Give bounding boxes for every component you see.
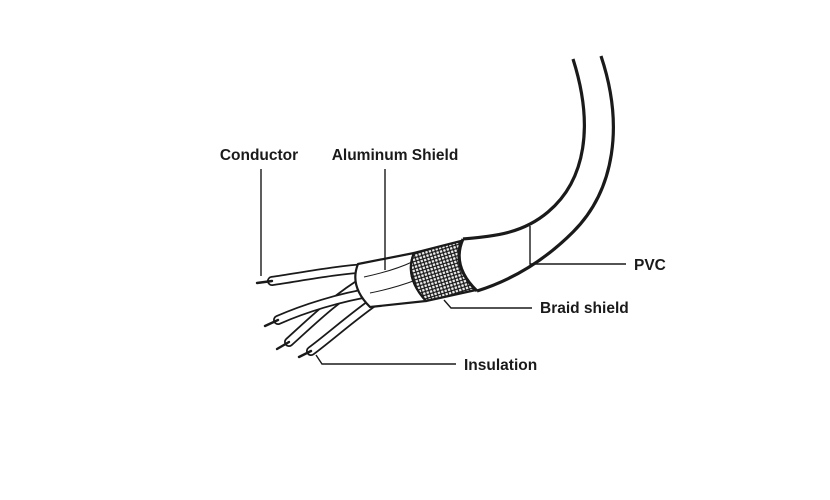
cable-jacket xyxy=(462,55,615,293)
pvc-cut-rim xyxy=(457,238,479,293)
insulation-label: Insulation xyxy=(464,357,537,374)
wire-conductor xyxy=(263,318,280,328)
leader-lines xyxy=(260,169,626,365)
aluminum-shield-contour xyxy=(363,261,413,278)
wire-conductor xyxy=(255,279,274,285)
aluminum-shield-contour xyxy=(369,279,417,294)
aluminum-shield-label: Aluminum Shield xyxy=(332,147,459,164)
wire-conductor xyxy=(297,349,313,359)
wire-conductor xyxy=(275,340,291,351)
insulation-leader-line xyxy=(315,354,456,365)
pvc-inner-edge xyxy=(462,58,586,241)
pvc-leader-line xyxy=(529,226,626,265)
braid-shield xyxy=(409,239,478,303)
pvc-label: PVC xyxy=(634,257,666,274)
braid-shield-leader-line xyxy=(443,299,532,309)
pvc-outer-edge xyxy=(476,55,615,293)
wire xyxy=(255,263,373,286)
conductor-label: Conductor xyxy=(220,147,298,164)
labels: Conductor Aluminum Shield PVC Braid shie… xyxy=(220,147,666,374)
braid-shield-label: Braid shield xyxy=(540,300,629,317)
